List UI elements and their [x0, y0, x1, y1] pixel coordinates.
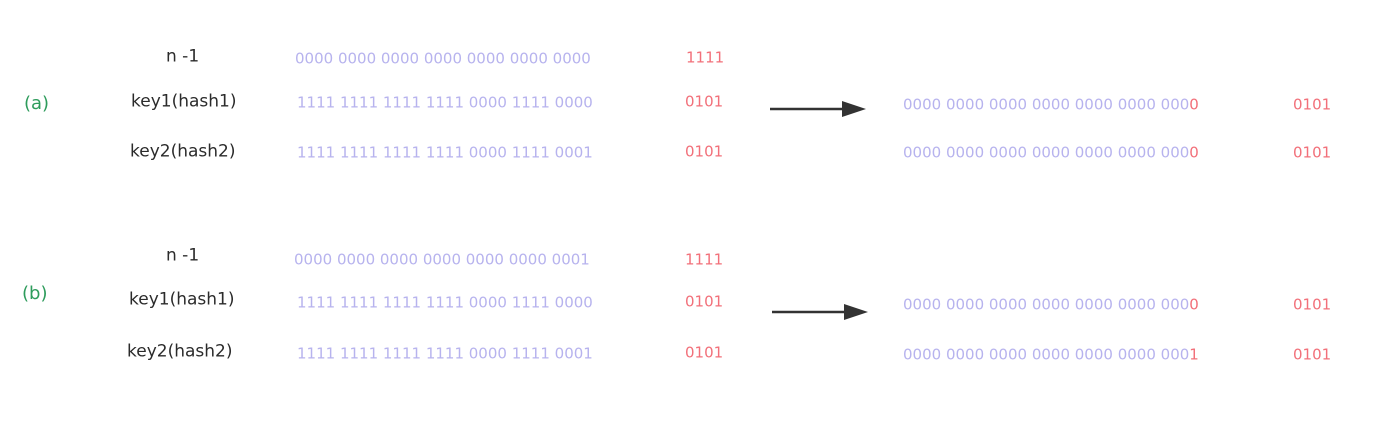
row-label-key2: key2(hash2) [130, 141, 236, 162]
row-label-key1: key1(hash1) [131, 91, 237, 112]
result-prefix-key2: 0000 0000 0000 0000 0000 0000 0000 [903, 143, 1199, 162]
bits-high-key2: 1111 1111 1111 1111 0000 1111 0001 [297, 344, 593, 363]
row-label-n-minus-1: n -1 [166, 245, 200, 266]
result-bit-key1: 0 [1189, 95, 1199, 114]
bits-high-key2: 1111 1111 1111 1111 0000 1111 0001 [297, 143, 593, 162]
result-low-key2: 0101 [1293, 345, 1332, 364]
row-label-key2: key2(hash2) [127, 341, 233, 362]
bits-high-n-minus-1: 0000 0000 0000 0000 0000 0000 0001 [294, 250, 590, 269]
row-label-n-minus-1: n -1 [166, 46, 200, 67]
row-label-key1: key1(hash1) [129, 289, 235, 310]
bits-low-key1: 0101 [685, 92, 724, 111]
result-prefix-key1: 0000 0000 0000 0000 0000 0000 0000 [903, 95, 1199, 114]
result-prefix-key2: 0000 0000 0000 0000 0000 0000 0001 [903, 345, 1199, 364]
bits-high-n-minus-1: 0000 0000 0000 0000 0000 0000 0000 [295, 49, 591, 68]
bits-low-n-minus-1: 1111 [685, 250, 724, 269]
bits-high-key1: 1111 1111 1111 1111 0000 1111 0000 [297, 93, 593, 112]
bits-high-key1: 1111 1111 1111 1111 0000 1111 0000 [297, 293, 593, 312]
arrow-right-icon [770, 101, 866, 117]
section-label-b: (b) [22, 283, 48, 304]
bits-low-n-minus-1: 1111 [686, 48, 725, 67]
result-bit-key1: 0 [1189, 295, 1199, 314]
bits-low-key2: 0101 [685, 343, 724, 362]
result-low-key2: 0101 [1293, 143, 1332, 162]
section-label-a: (a) [24, 93, 50, 114]
result-low-key1: 0101 [1293, 95, 1332, 114]
bits-low-key2: 0101 [685, 142, 724, 161]
result-low-key1: 0101 [1293, 295, 1332, 314]
result-bit-key2: 1 [1189, 345, 1199, 364]
arrow-right-icon [772, 304, 868, 320]
result-prefix-key1: 0000 0000 0000 0000 0000 0000 0000 [903, 295, 1199, 314]
bits-low-key1: 0101 [685, 292, 724, 311]
result-bit-key2: 0 [1189, 143, 1199, 162]
